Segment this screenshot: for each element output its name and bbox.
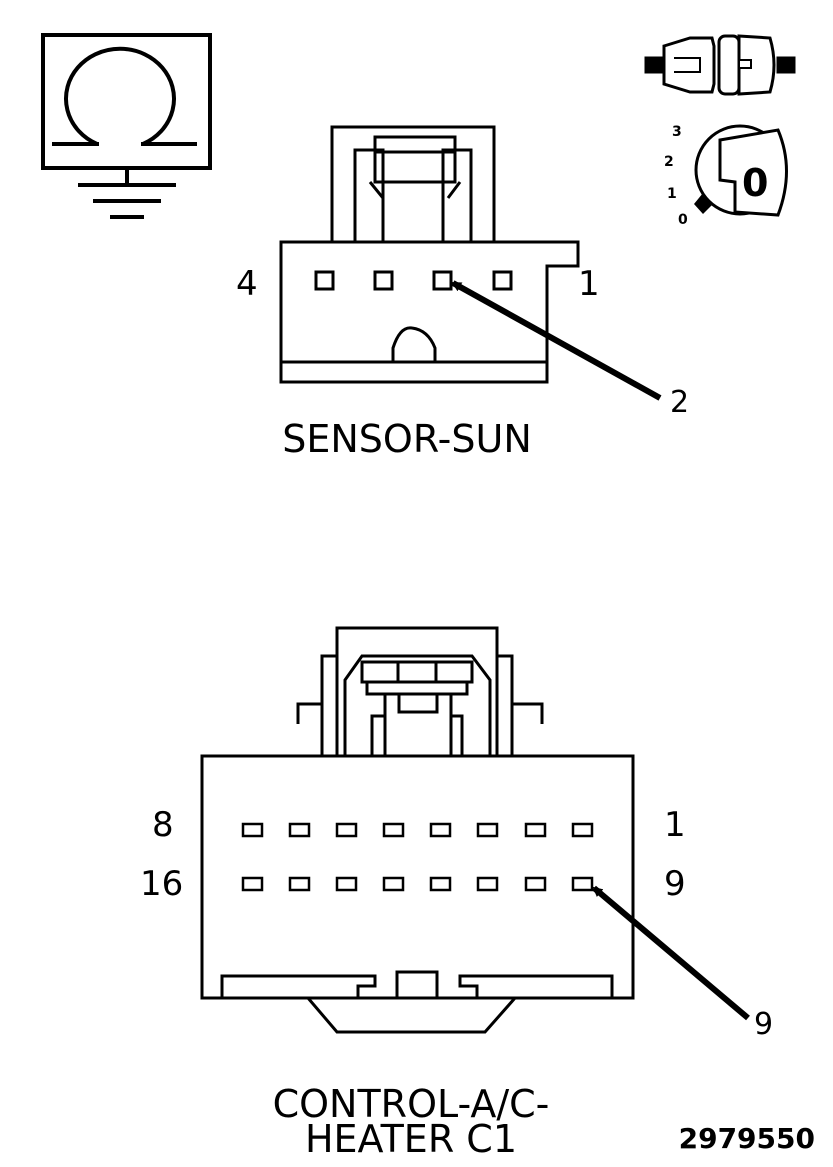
ignition-key-icon xyxy=(694,124,788,217)
sensor-sun-title: SENSOR-SUN xyxy=(282,417,532,461)
figure-number: 2979550 xyxy=(679,1122,815,1155)
ignition-position-0: 0 xyxy=(678,212,688,228)
control-ac-heater-title-line1: CONTROL-A/C- xyxy=(273,1082,550,1126)
ignition-key-label: 0 xyxy=(742,161,768,205)
control-ac-heater-title-line2: HEATER C1 xyxy=(305,1117,517,1161)
control-ac-heater-row1-right: 1 xyxy=(664,805,686,845)
ignition-position-3: 3 xyxy=(672,124,682,140)
ohmmeter-ground-icon xyxy=(41,33,212,219)
sensor-sun-pin-right: 1 xyxy=(578,264,600,304)
sensor-sun-pin-left: 4 xyxy=(236,264,258,304)
sensor-sun-callout-arrow xyxy=(451,280,662,401)
control-ac-heater-row2-left: 16 xyxy=(140,864,183,904)
control-ac-heater-row1-left: 8 xyxy=(152,805,174,845)
sensor-sun-connector xyxy=(279,125,580,384)
control-ac-heater-callout: 9 xyxy=(754,1007,773,1042)
connector-pair-icon xyxy=(644,34,796,96)
control-ac-heater-pin-cavities xyxy=(241,822,594,892)
ignition-position-2: 2 xyxy=(664,154,674,170)
control-ac-heater-callout-arrow xyxy=(592,885,750,1021)
sensor-sun-callout: 2 xyxy=(670,385,689,420)
control-ac-heater-connector xyxy=(200,626,635,1034)
ignition-position-1: 1 xyxy=(667,186,677,202)
control-ac-heater-row2-right: 9 xyxy=(664,864,686,904)
